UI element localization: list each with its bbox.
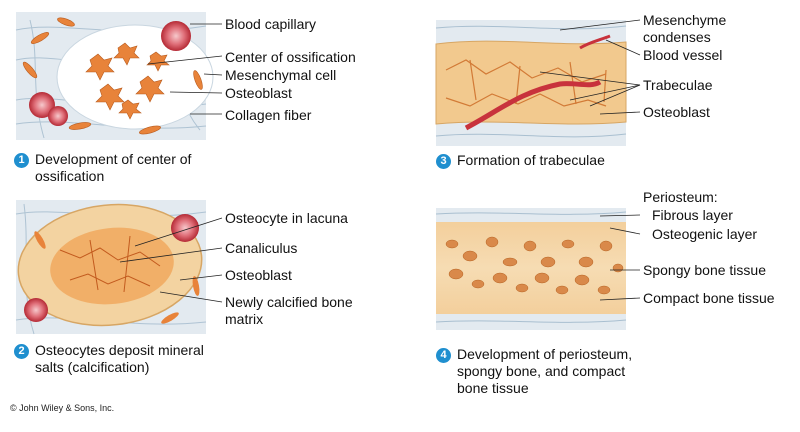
label-matrix: matrix [225, 311, 264, 327]
label-condenses: condenses [643, 29, 711, 45]
step-badge: 3 [436, 154, 451, 169]
label-fibrous-layer: Fibrous layer [652, 207, 733, 223]
step-badge: 4 [436, 348, 451, 363]
label-osteoblast: Osteoblast [225, 267, 292, 283]
label-canaliculus: Canaliculus [225, 240, 298, 256]
panel-3-illustration [435, 19, 641, 146]
panel-4-illustration [435, 208, 641, 330]
label-newly-calcified-bone: Newly calcified bone [225, 294, 353, 310]
label-osteoblast: Osteoblast [643, 104, 710, 120]
label-blood-capillary: Blood capillary [225, 16, 317, 32]
label-center-of-ossification: Center of ossification [225, 49, 356, 65]
label-osteoblast: Osteoblast [225, 85, 292, 101]
label-collagen-fiber: Collagen fiber [225, 107, 312, 123]
label-compact-bone-tissue: Compact bone tissue [643, 290, 775, 306]
label-blood-vessel: Blood vessel [643, 47, 723, 63]
label-periosteum: Periosteum: [643, 189, 718, 205]
panel-1-illustration [15, 12, 223, 140]
panel-2-illustration [15, 200, 223, 335]
label-mesenchyme: Mesenchyme [643, 12, 727, 28]
step-badge: 1 [14, 153, 29, 168]
label-osteocyte-in-lacuna: Osteocyte in lacuna [225, 210, 348, 226]
label-osteogenic-layer: Osteogenic layer [652, 226, 758, 242]
label-trabeculae: Trabeculae [643, 77, 713, 93]
label-spongy-bone-tissue: Spongy bone tissue [643, 262, 766, 278]
step-badge: 2 [14, 344, 29, 359]
blood-capillary-rbc [161, 21, 191, 51]
copyright-notice: © John Wiley & Sons, Inc. [10, 403, 115, 413]
label-mesenchymal-cell: Mesenchymal cell [225, 67, 337, 83]
